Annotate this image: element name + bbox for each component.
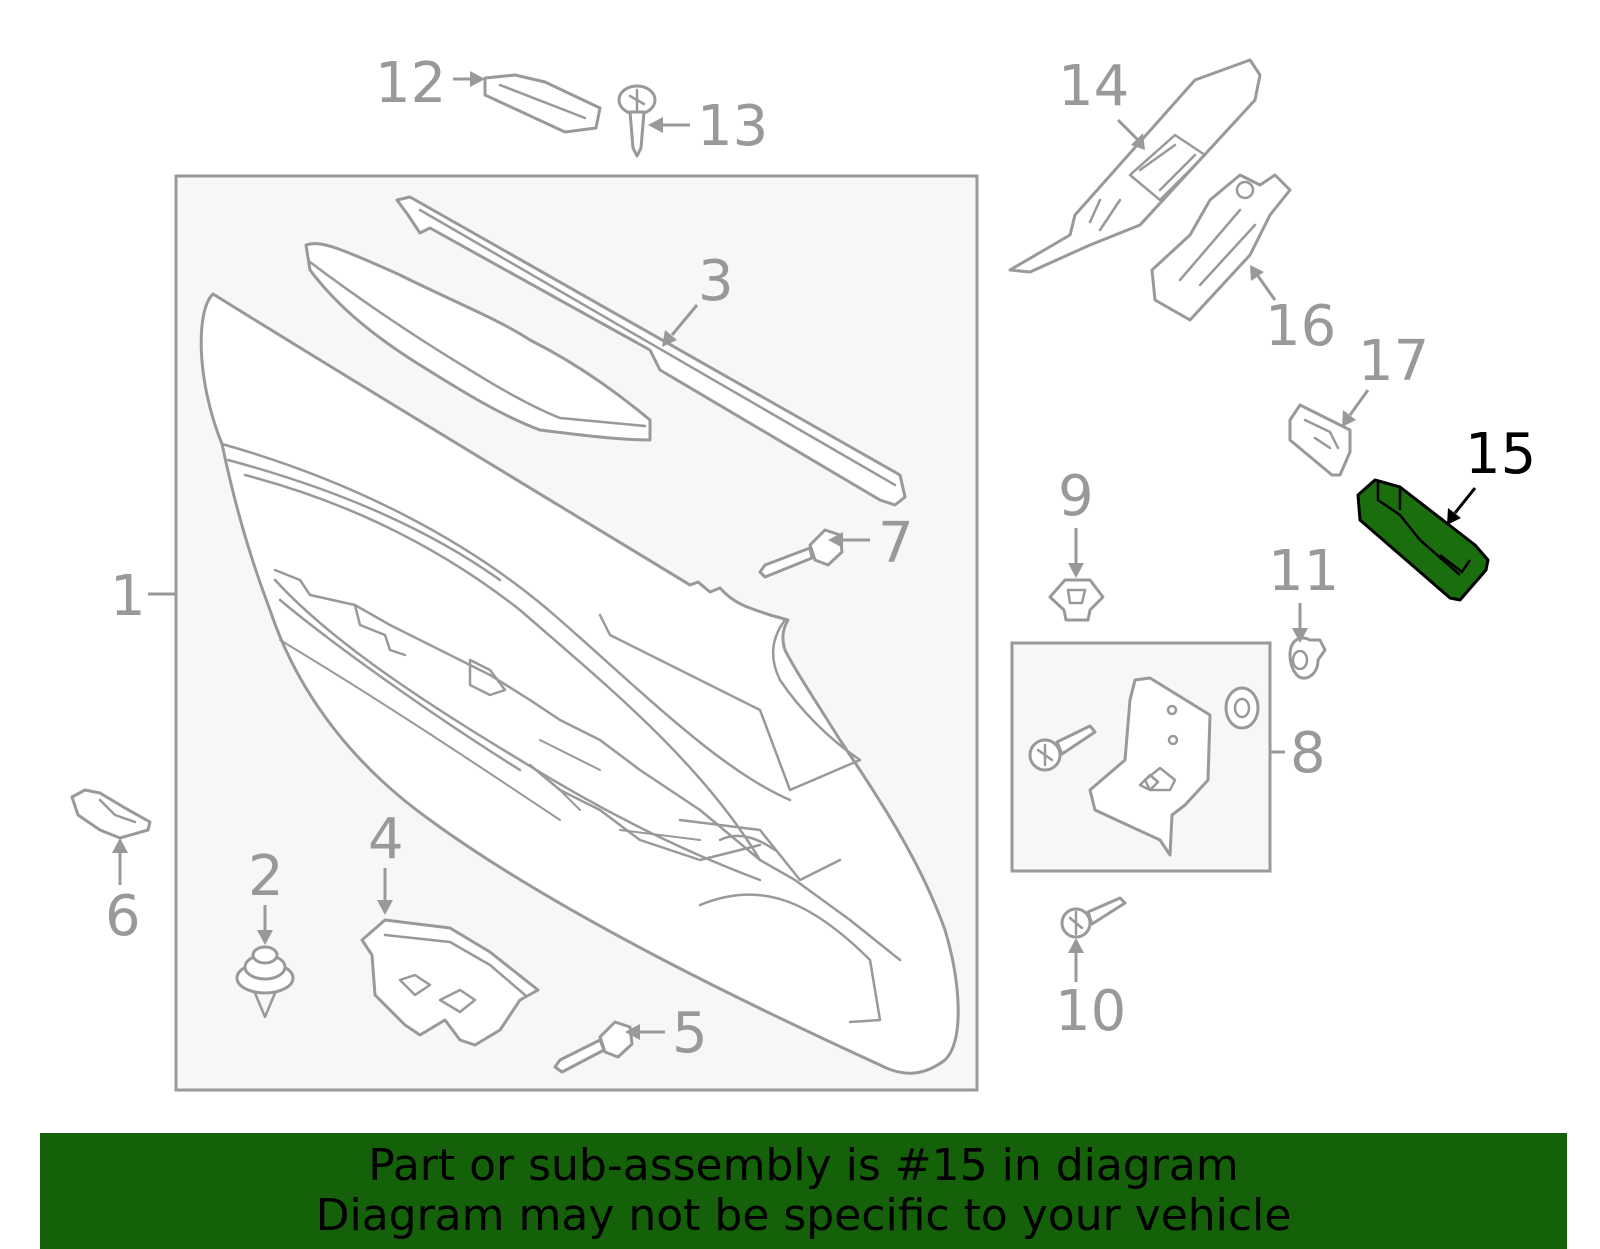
- part-11-grommet: [1288, 636, 1327, 680]
- callout-5: 5: [672, 1001, 708, 1066]
- part-9-clip: [1048, 578, 1105, 622]
- armrest-pad: [304, 242, 652, 442]
- part-12-cover: [483, 73, 602, 134]
- part-13-screw: [617, 84, 657, 158]
- part-4-bracket: [360, 918, 540, 1047]
- callout-9: 9: [1058, 464, 1094, 529]
- part-15-window-switch[interactable]: [1356, 478, 1490, 602]
- part-5-screw: [553, 1020, 634, 1074]
- callout-17: 17: [1358, 329, 1429, 394]
- part-16-switch-base: [1150, 173, 1292, 322]
- part-17-small-switch: [1288, 403, 1352, 477]
- callout-2: 2: [248, 844, 284, 909]
- callout-11: 11: [1268, 539, 1339, 604]
- callout-arrows: [112, 71, 1477, 1040]
- callout-6: 6: [105, 884, 141, 949]
- part-8-bracket: [1028, 676, 1260, 857]
- callout-3: 3: [698, 249, 734, 314]
- door-trim-panel: [199, 292, 960, 1075]
- callout-16: 16: [1265, 294, 1336, 359]
- callout-14: 14: [1058, 54, 1129, 119]
- callout-15: 15: [1465, 422, 1536, 487]
- callout-1: 1: [110, 564, 146, 629]
- part-14-bezel: [1008, 58, 1262, 274]
- part-10-screw: [1060, 896, 1127, 939]
- part-2-fastener: [235, 945, 295, 1019]
- banner-line-1: Part or sub-assembly is #15 in diagram: [368, 1140, 1239, 1191]
- callout-7: 7: [878, 511, 914, 576]
- callout-12: 12: [375, 51, 446, 116]
- banner-line-2: Diagram may not be specific to your vehi…: [315, 1190, 1292, 1241]
- callout-10: 10: [1055, 979, 1126, 1044]
- callout-8: 8: [1290, 721, 1326, 786]
- callout-4: 4: [368, 807, 404, 872]
- callout-13: 13: [697, 94, 768, 159]
- part-6-clip: [70, 788, 152, 840]
- info-banner: Part or sub-assembly is #15 in diagram D…: [40, 1133, 1567, 1249]
- belt-molding: [395, 195, 907, 507]
